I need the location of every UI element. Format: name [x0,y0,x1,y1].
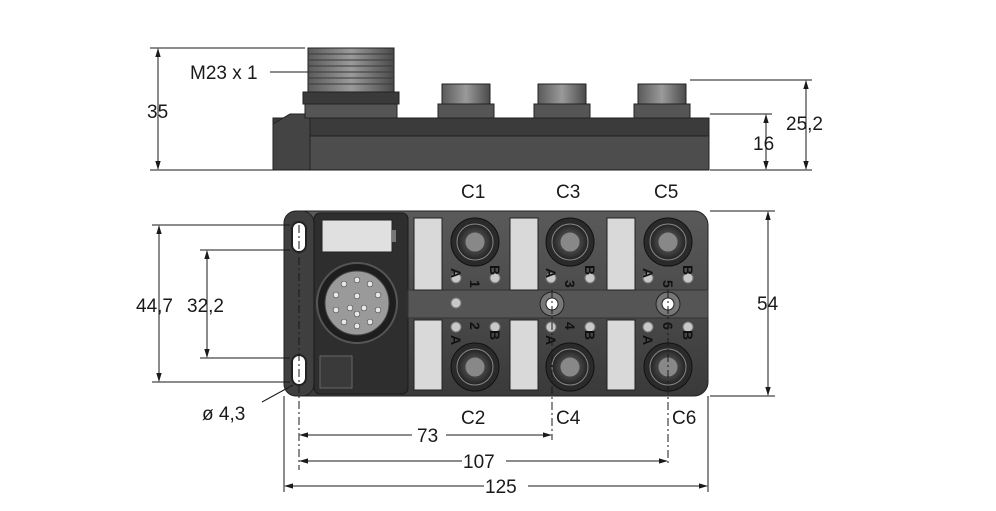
pin-mark-b: B [680,330,696,340]
pin-mark-a: A [448,335,464,345]
pin-mark-a: A [640,335,656,345]
pin-mark-b: B [487,265,503,275]
m23-connector-side [302,47,400,119]
dim-height-body: 16 [753,134,774,155]
dim-length-73: 73 [417,426,438,447]
m12-connector-side-3 [633,83,691,119]
side-body-flange [272,113,311,171]
connector-label-c3: C3 [556,182,580,203]
status-leds [450,272,694,333]
dim-length-125: 125 [485,477,517,498]
pin-mark-b: B [680,265,696,275]
port-c3 [545,217,595,267]
port-number-1: 1 [467,280,483,288]
connector-label-c6: C6 [672,408,696,429]
pin-mark-a: A [543,268,559,278]
dim-hole-diameter: ø 4,3 [202,404,245,425]
top-view: 1 3 5 2 4 6 B A B A B A B A B A B A C1 C… [136,182,779,498]
m23-pins [332,276,382,330]
port-c1 [450,217,500,267]
port-number-5: 5 [660,280,676,288]
connector-label-c2: C2 [461,408,485,429]
port-number-4: 4 [562,322,578,330]
thread-label: M23 x 1 [190,63,258,84]
m23-label-plate [321,219,393,253]
dim-height-connector: 25,2 [786,114,823,135]
dim-length-107: 107 [463,452,495,473]
port-c4 [545,342,595,392]
pin-mark-b: B [582,330,598,340]
dim-width-inner: 32,2 [187,296,224,317]
connector-label-c4: C4 [556,408,581,429]
pin-mark-a: A [640,268,656,278]
connector-label-c5: C5 [654,182,678,203]
m12-connector-side-1 [437,83,495,119]
m12-connector-side-2 [533,83,591,119]
m23-small-plate [319,355,353,389]
pin-mark-a: A [448,268,464,278]
side-body-top-band [272,117,710,137]
port-number-3: 3 [562,280,578,288]
pin-mark-b: B [487,330,503,340]
port-c2 [450,342,500,392]
connector-label-c1: C1 [461,182,485,203]
dim-width-body: 54 [757,294,779,315]
pin-mark-b: B [582,265,598,275]
port-c5 [643,217,693,267]
label-plates [413,217,636,391]
dim-width-outer: 44,7 [136,296,173,317]
side-view: M23 x 1 35 25,2 16 [147,47,823,171]
port-number-2: 2 [467,322,483,330]
pin-mark-a: A [543,335,559,345]
dim-height-total: 35 [147,102,168,123]
